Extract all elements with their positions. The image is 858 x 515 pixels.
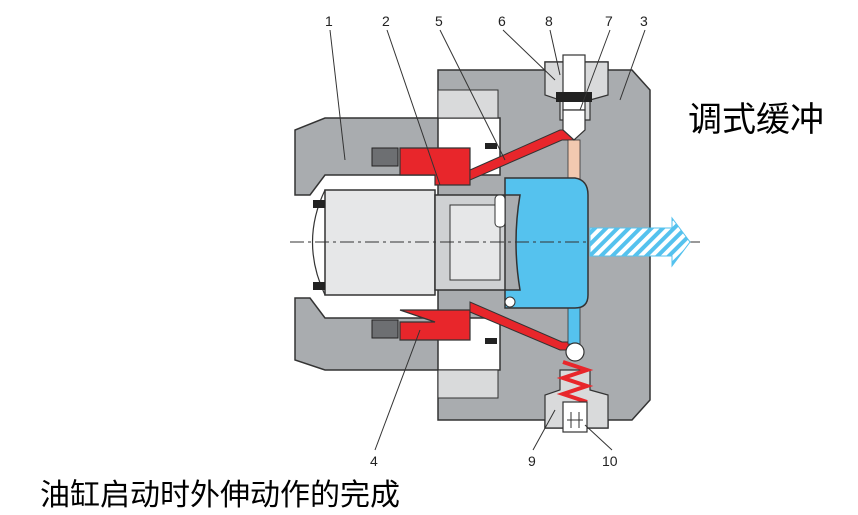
seal-upper [371,147,399,167]
label-6: 6 [498,13,506,29]
label-1: 1 [325,13,333,29]
piston [504,177,589,309]
piston-ball [504,296,516,308]
end-cap-inner-light [437,89,499,119]
oring-lower [485,338,497,344]
end-cap-inner-light-lower [437,369,499,399]
oil-chamber-lower [399,309,471,341]
check-plug-symbol [567,412,583,428]
oil-chamber-upper [399,147,471,186]
flow-channel-lower [567,305,581,345]
label-4: 4 [370,453,378,469]
label-2: 2 [382,13,390,29]
piston-pin [494,194,506,228]
label-7: 7 [605,13,613,29]
label-5: 5 [435,13,443,29]
label-3: 3 [640,13,648,29]
check-ball [565,342,585,362]
label-9: 9 [528,453,536,469]
cylinder-tube-lower [294,297,439,371]
leader-lines [329,29,646,451]
sleeve-seal-upper [313,200,325,208]
label-8: 8 [545,13,553,29]
cylinder-tube-upper [294,117,439,196]
bottom-caption: 油缸启动时外伸动作的完成 [40,478,400,513]
check-spring [556,360,594,404]
seal-lower [371,319,399,339]
throttle-needle [562,109,586,141]
check-plug [562,401,588,433]
throttle-nut [556,92,592,102]
right-caption: 调式缓冲 [688,100,824,140]
label-10: 10 [602,453,618,469]
motion-arrow [589,216,691,268]
flow-channel-upper [567,139,581,181]
sleeve-seal-lower [313,282,325,290]
oring-upper [485,143,497,149]
